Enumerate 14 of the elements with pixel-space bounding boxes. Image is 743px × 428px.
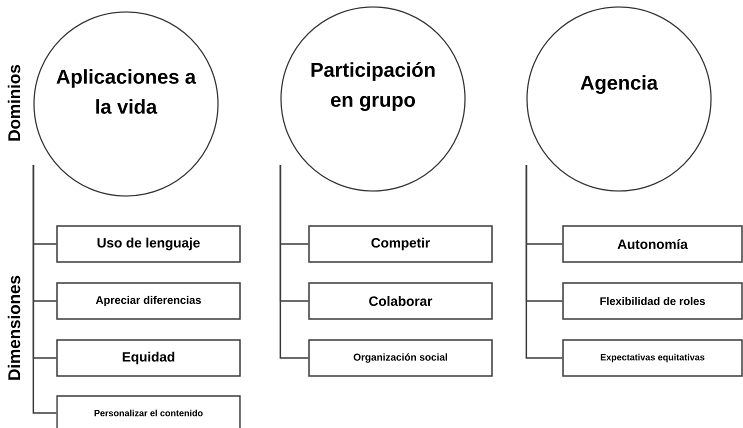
dimension-box: Personalizar el contenido — [56, 395, 241, 428]
dimension-box: Apreciar diferencias — [56, 282, 241, 320]
dimension-box: Organización social — [308, 339, 493, 377]
dimension-box: Autonomía — [562, 225, 743, 263]
bracket-line — [526, 165, 562, 359]
dimension-box: Competir — [308, 225, 493, 263]
dimension-box: Colaborar — [308, 282, 493, 320]
dimension-box: Expectativas equitativas — [562, 339, 743, 377]
dimension-box: Equidad — [56, 339, 241, 377]
bracket-line — [280, 165, 308, 359]
dimension-box: Flexibilidad de roles — [562, 282, 743, 320]
bracket-line — [32, 165, 56, 414]
axis-label: Dimensiones — [8, 276, 20, 380]
dimension-box: Uso de lenguaje — [56, 225, 241, 263]
